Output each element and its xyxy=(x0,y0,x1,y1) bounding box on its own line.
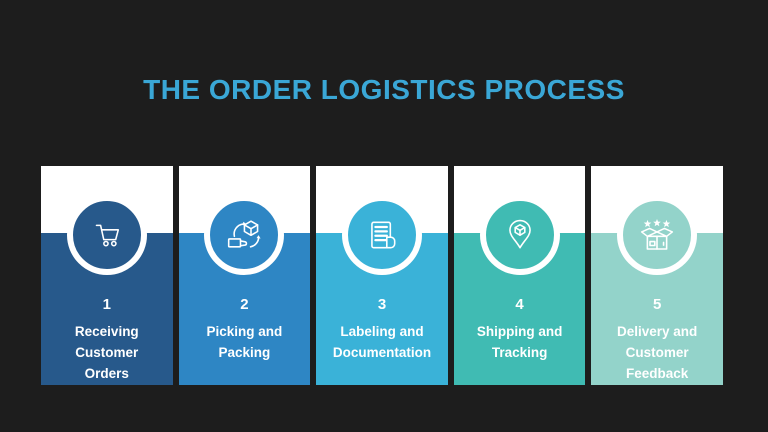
step-number: 2 xyxy=(240,296,249,313)
step-card-2: 2 Picking and Packing xyxy=(178,166,311,385)
step-number: 4 xyxy=(515,296,524,313)
step-card-5: 5 Delivery and Customer Feedback xyxy=(591,166,723,385)
shopping-cart-icon xyxy=(66,195,147,275)
step-label: Labeling and Documentation xyxy=(332,324,432,360)
location-pin-box-icon xyxy=(479,195,560,275)
step-card-4: 4 Shipping and Tracking xyxy=(453,166,586,385)
step-number: 3 xyxy=(377,296,387,313)
step-card-1: 1 Receiving Customer Orders xyxy=(41,166,173,385)
step-label: Shipping and Tracking xyxy=(476,324,563,360)
step-label: Delivery and Customer Feedback xyxy=(617,324,698,381)
open-box-stars-icon xyxy=(617,195,698,275)
page-title: THE ORDER LOGISTICS PROCESS xyxy=(143,74,625,105)
picking-packing-icon xyxy=(204,195,285,275)
step-number: 5 xyxy=(653,296,662,313)
step-label: Receiving Customer Orders xyxy=(74,324,139,381)
step-label: Picking and Packing xyxy=(206,324,283,360)
step-card-3: 3 Labeling and Documentation xyxy=(316,166,448,385)
document-icon xyxy=(341,195,422,275)
step-number: 1 xyxy=(102,296,111,313)
process-steps-row: 1 Receiving Customer Orders 2 Picking an… xyxy=(41,166,723,385)
